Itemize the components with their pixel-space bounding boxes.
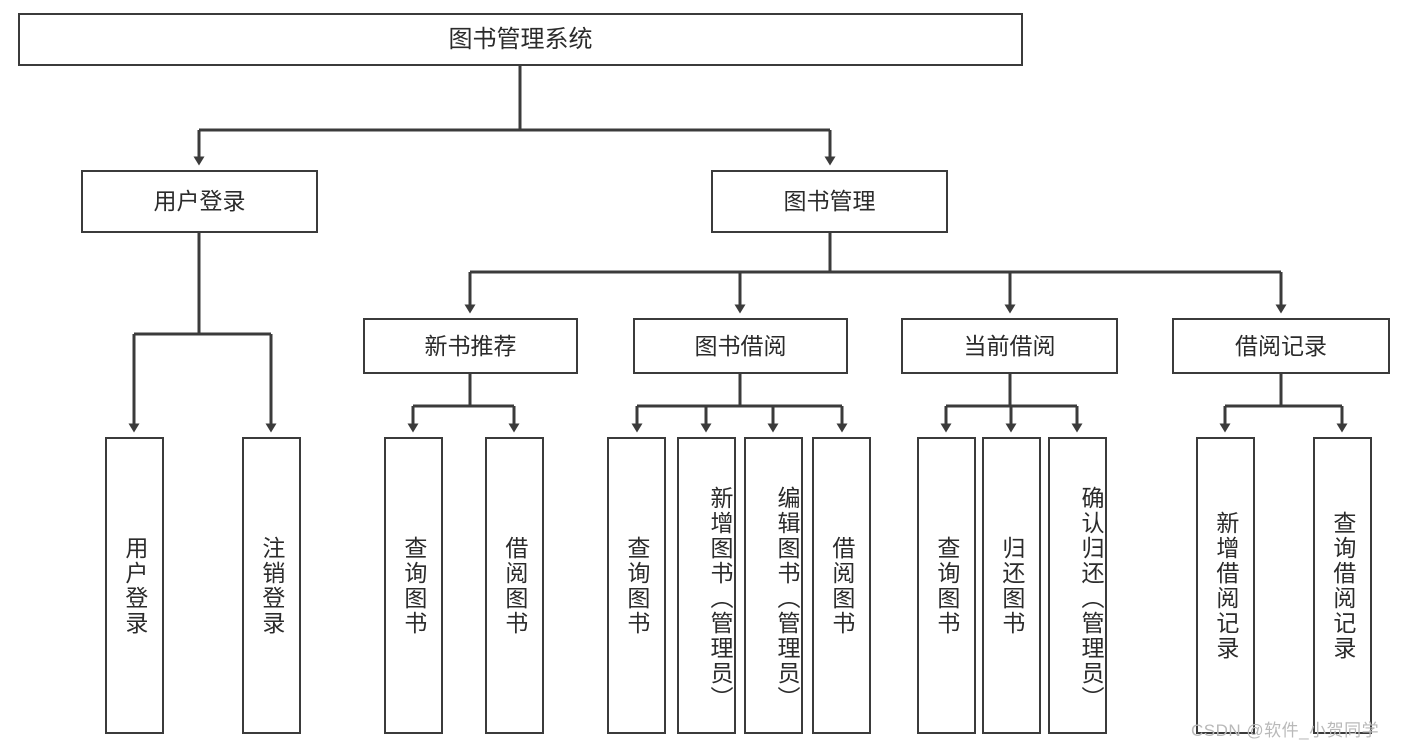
node-new-book-rec[interactable]: 新书推荐: [363, 318, 578, 374]
leaf-query-book-2-label: 查询图书: [623, 535, 650, 636]
leaf-edit-book[interactable]: 编辑图书（管理员）: [744, 437, 803, 734]
leaf-confirm-return-label: 确认归还（管理员）: [1078, 486, 1104, 711]
node-borrow-record[interactable]: 借阅记录: [1172, 318, 1390, 374]
csdn-watermark: CSDN @软件_小贺同学: [1191, 721, 1380, 740]
leaf-edit-book-label: 编辑图书（管理员）: [774, 486, 800, 711]
leaf-borrow-book-1-label: 借阅图书: [501, 535, 528, 636]
leaf-add-record-label: 新增借阅记录: [1212, 510, 1239, 661]
leaf-return-book[interactable]: 归还图书: [982, 437, 1041, 734]
leaf-return-book-label: 归还图书: [998, 535, 1025, 636]
leaf-add-book-label: 新增图书（管理员）: [707, 486, 733, 711]
leaf-borrow-book-2-label: 借阅图书: [828, 535, 855, 636]
leaf-query-record[interactable]: 查询借阅记录: [1313, 437, 1372, 734]
leaf-confirm-return[interactable]: 确认归还（管理员）: [1048, 437, 1107, 734]
leaf-user-login-label: 用户登录: [121, 535, 148, 636]
node-current-borrow[interactable]: 当前借阅: [901, 318, 1118, 374]
leaf-query-book-1[interactable]: 查询图书: [384, 437, 443, 734]
node-book-borrow-label: 图书借阅: [694, 332, 787, 359]
leaf-query-book-1-label: 查询图书: [400, 535, 427, 636]
leaf-query-record-label: 查询借阅记录: [1329, 510, 1356, 661]
node-book-manage[interactable]: 图书管理: [711, 170, 948, 233]
leaf-query-book-3-label: 查询图书: [933, 535, 960, 636]
node-borrow-record-label: 借阅记录: [1235, 332, 1327, 359]
node-current-borrow-label: 当前借阅: [963, 332, 1056, 359]
leaf-logout[interactable]: 注销登录: [242, 437, 301, 734]
leaf-borrow-book-2[interactable]: 借阅图书: [812, 437, 871, 734]
node-new-book-rec-label: 新书推荐: [424, 332, 517, 359]
leaf-add-record[interactable]: 新增借阅记录: [1196, 437, 1255, 734]
leaf-user-login[interactable]: 用户登录: [105, 437, 164, 734]
leaf-borrow-book-1[interactable]: 借阅图书: [485, 437, 544, 734]
node-root-label: 图书管理系统: [448, 25, 593, 53]
node-root[interactable]: 图书管理系统: [18, 13, 1023, 66]
node-user-login[interactable]: 用户登录: [81, 170, 318, 233]
node-user-login-label: 用户登录: [153, 188, 246, 215]
leaf-query-book-2[interactable]: 查询图书: [607, 437, 666, 734]
leaf-query-book-3[interactable]: 查询图书: [917, 437, 976, 734]
node-book-borrow[interactable]: 图书借阅: [633, 318, 848, 374]
leaf-add-book[interactable]: 新增图书（管理员）: [677, 437, 736, 734]
node-book-manage-label: 图书管理: [783, 188, 876, 215]
leaf-logout-label: 注销登录: [258, 535, 285, 636]
